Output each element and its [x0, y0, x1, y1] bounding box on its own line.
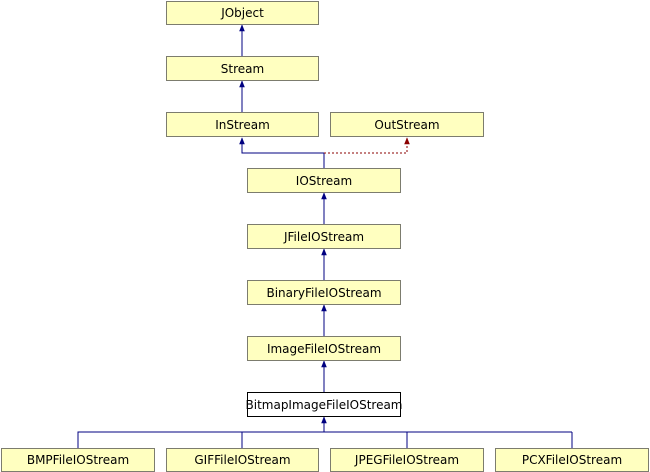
class-node-imagefileiostream[interactable]: ImageFileIOStream [247, 336, 401, 361]
class-node-bmpfileiostream[interactable]: BMPFileIOStream [1, 448, 155, 472]
class-node-jobject[interactable]: JObject [166, 1, 319, 25]
class-node-outstream[interactable]: OutStream [330, 112, 484, 137]
edge-iostream-branch [239, 137, 325, 168]
class-node-jfileiostream[interactable]: JFileIOStream [247, 224, 401, 249]
edge-iostream-to-outstream [324, 137, 410, 154]
edge-children-to-bitmapimagefileiostream [77, 417, 573, 448]
class-node-binaryfileiostream[interactable]: BinaryFileIOStream [247, 280, 401, 305]
class-node-iostream[interactable]: IOStream [247, 168, 401, 193]
class-node-instream[interactable]: InStream [166, 112, 319, 137]
class-node-stream[interactable]: Stream [166, 56, 319, 81]
class-node-bitmapimagefileiostream: BitmapImageFileIOStream [246, 392, 403, 417]
class-node-pcxfileiostream[interactable]: PCXFileIOStream [495, 448, 649, 472]
class-node-jpegfileiostream[interactable]: JPEGFileIOStream [330, 448, 484, 472]
class-node-giffileiostream[interactable]: GIFFileIOStream [166, 448, 319, 472]
